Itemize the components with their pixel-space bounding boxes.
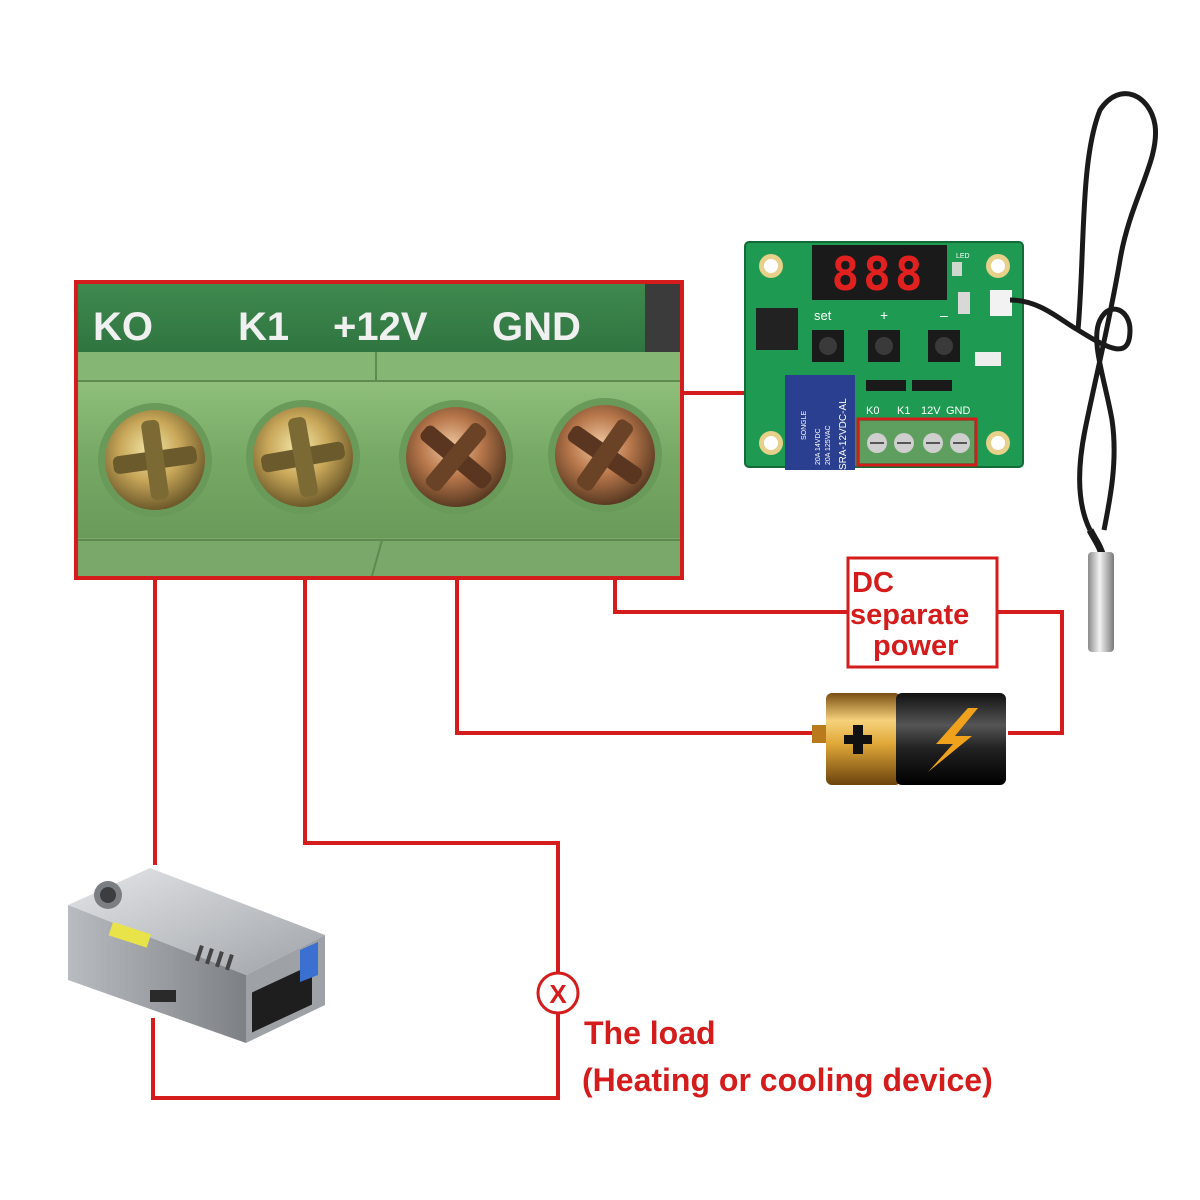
dc-power-label: DC separate power: [846, 556, 999, 669]
board-label-k0: K0: [866, 405, 879, 417]
terminal-label-12v: +12V: [333, 305, 428, 349]
button-label-set: set: [814, 308, 832, 323]
terminal-label-k1: K1: [238, 305, 289, 349]
dc-label-line1: DC: [852, 567, 894, 599]
dc-label-line3: power: [873, 630, 958, 662]
relay-brand: SONGLE: [801, 410, 808, 440]
dc-label-line2: separate: [850, 599, 969, 631]
display-digits: 888: [831, 247, 926, 301]
wire-load-return: [151, 1010, 560, 1100]
terminal-label-gnd: GND: [492, 305, 581, 349]
wire-12v: [455, 525, 812, 735]
board-label-k1: K1: [897, 405, 910, 417]
load-title: The load: [584, 1015, 716, 1051]
temperature-probe-icon: [1009, 91, 1159, 652]
relay-model: SRA-12VDC-AL: [838, 398, 849, 470]
load-symbol-icon: X: [536, 971, 580, 1015]
terminal-block-zoom: KO K1 +12V GND: [74, 280, 684, 580]
relay-rating-2: 20A 125VAC: [825, 425, 832, 465]
screw-terminal-icon: [246, 400, 360, 514]
power-supply-icon: [68, 868, 325, 1043]
relay-rating-1: 20A 14VDC: [815, 428, 822, 465]
screw-terminal-icon: [98, 403, 212, 517]
screw-terminal-icon: [399, 400, 513, 514]
load-description: (Heating or cooling device): [582, 1062, 993, 1098]
board-label-gnd: GND: [946, 405, 971, 417]
wire-k1: [303, 525, 560, 975]
load-symbol-text: X: [549, 979, 567, 1009]
battery-icon: [812, 693, 1006, 785]
button-label-minus: –: [940, 307, 948, 323]
led-label: LED: [956, 253, 970, 260]
button-label-plus: +: [880, 307, 888, 323]
thermostat-board: 888 LED set + – SRA-12VDC-AL SONGLE 20A …: [744, 241, 1024, 470]
terminal-label-k0: KO: [93, 305, 153, 349]
wire-gnd-battery: [997, 610, 1064, 735]
wires: [151, 391, 1064, 1100]
board-label-12v: 12V: [921, 405, 941, 417]
screw-terminal-icon: [548, 398, 662, 512]
